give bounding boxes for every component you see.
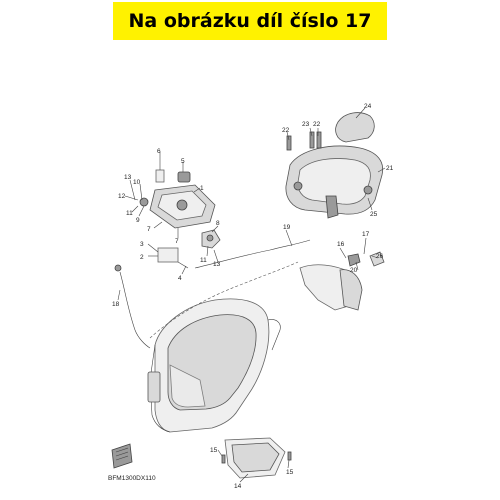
callout-13a: 13	[124, 174, 132, 181]
page-title: Na obrázku díl číslo 17	[128, 10, 372, 32]
callout-11b: 11	[200, 257, 207, 264]
callout-23: 23	[302, 121, 310, 128]
callout-labels: 24 23 22 22 21 25 6 5 1 13 10 12 9 11 3 …	[112, 103, 394, 490]
callout-14: 14	[234, 483, 242, 490]
screw-15b	[287, 451, 292, 461]
callout-8: 8	[216, 220, 220, 227]
callout-5: 5	[181, 158, 185, 165]
callout-7b: 7	[175, 238, 179, 245]
leader-lines	[117, 107, 386, 483]
callout-10: 10	[133, 179, 141, 186]
cable-long	[194, 239, 311, 269]
bolts-top	[286, 131, 322, 151]
top-case-bracket	[285, 145, 384, 219]
callout-15a: 15	[210, 447, 218, 454]
callout-11a: 11	[126, 210, 133, 217]
backrest-pad	[335, 112, 375, 143]
callout-2: 2	[140, 254, 144, 261]
callout-20: 20	[350, 267, 358, 274]
callout-17: 17	[362, 231, 370, 238]
right-frame	[299, 251, 385, 311]
diagram-code: BFM1300DX110	[108, 475, 156, 482]
callout-22b: 22	[282, 127, 290, 134]
callout-13b: 13	[213, 261, 221, 268]
callout-22a: 22	[313, 121, 321, 128]
latch-part	[201, 229, 221, 249]
cable-18	[119, 271, 151, 349]
guide-line-1	[149, 261, 299, 339]
callout-24: 24	[364, 103, 372, 110]
callout-6: 6	[157, 148, 161, 155]
screw-15a	[221, 454, 226, 464]
luggage-box	[147, 298, 281, 433]
callout-1: 1	[200, 185, 204, 192]
callout-12: 12	[118, 193, 126, 200]
callout-9: 9	[136, 217, 140, 224]
manual-icon	[111, 443, 133, 469]
battery-cover	[224, 437, 286, 479]
lock-assembly	[139, 169, 216, 229]
callout-26: 26	[376, 253, 384, 260]
callout-18: 18	[112, 301, 120, 308]
callout-19: 19	[283, 224, 291, 231]
callout-3: 3	[140, 241, 144, 248]
callout-25: 25	[370, 211, 378, 218]
callout-16: 16	[337, 241, 345, 248]
callout-7a: 7	[147, 226, 151, 233]
callout-21: 21	[386, 165, 394, 172]
callout-15b: 15	[286, 469, 294, 476]
title-banner: Na obrázku díl číslo 17	[113, 2, 387, 40]
bracket-small	[157, 247, 189, 269]
callout-4: 4	[178, 275, 182, 282]
